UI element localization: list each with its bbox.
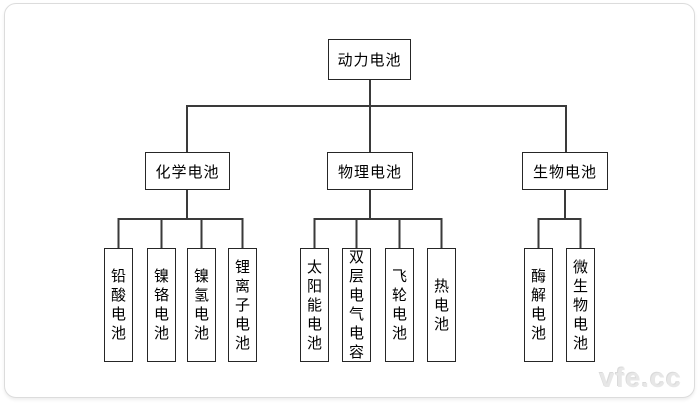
node-nickel-hydrogen-battery: 镍氢电池: [187, 248, 216, 362]
node-solar-battery: 太阳能电池: [300, 248, 329, 362]
watermark-vfe: vfe.cc: [599, 363, 682, 393]
node-power-battery: 动力电池: [328, 39, 411, 80]
node-microbial-battery: 微生物电池: [566, 248, 595, 362]
leaf-label: 飞轮电池: [391, 268, 407, 342]
node-lead-acid-battery: 铅酸电池: [104, 248, 133, 362]
leaf-label: 酶解电池: [530, 268, 546, 342]
leaf-label: 太阳能电池: [306, 258, 322, 352]
node-nickel-chromium-battery: 镍铬电池: [147, 248, 176, 362]
node-physical-battery: 物理电池: [327, 152, 413, 190]
leaf-label: 锂离子电池: [234, 258, 250, 352]
node-chemical-battery: 化学电池: [145, 152, 230, 190]
leaf-label: 镍铬电池: [153, 268, 169, 342]
node-double-layer-capacitor: 双层电气电容: [342, 248, 371, 362]
node-thermal-battery: 热电池: [427, 248, 456, 362]
node-biological-battery: 生物电池: [522, 152, 608, 190]
leaf-label: 双层电气电容: [348, 249, 364, 361]
leaf-label: 铅酸电池: [110, 268, 126, 342]
leaf-label: 热电池: [433, 277, 449, 333]
leaf-label: 微生物电池: [572, 258, 588, 352]
leaf-label: 镍氢电池: [193, 268, 209, 342]
node-flywheel-battery: 飞轮电池: [385, 248, 414, 362]
node-lithium-ion-battery: 锂离子电池: [228, 248, 257, 362]
node-enzymatic-battery: 酶解电池: [524, 248, 553, 362]
